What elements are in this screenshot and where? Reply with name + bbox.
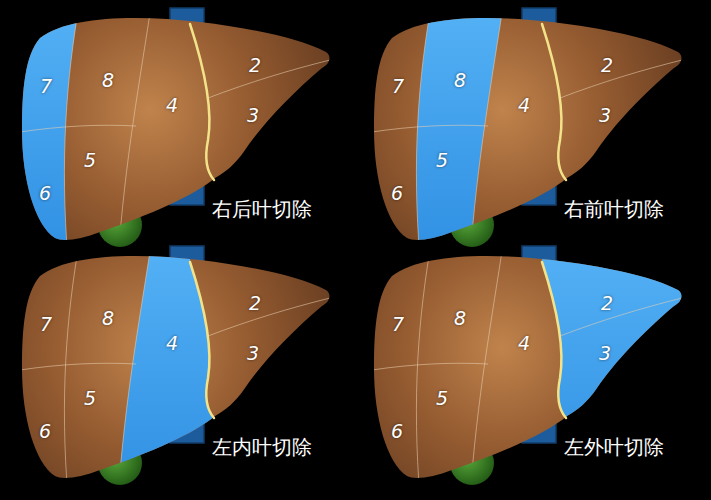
segment-number: 8 xyxy=(102,69,114,91)
segment-number-box: 2 xyxy=(249,54,261,76)
segment-number-box: 5 xyxy=(436,387,448,409)
segment-number-box: 5 xyxy=(84,149,96,171)
segment-number-box: 3 xyxy=(599,342,611,364)
liver-panel xyxy=(20,238,330,498)
segment-number: 4 xyxy=(518,94,530,116)
caption-box: 右前叶切除 xyxy=(564,196,664,223)
segment-number: 3 xyxy=(599,104,611,126)
segment-number: 7 xyxy=(40,75,52,97)
segment-number: 4 xyxy=(518,332,530,354)
segment-number-box: 2 xyxy=(601,54,613,76)
segment-number: 5 xyxy=(436,387,448,409)
segment-number-box: 3 xyxy=(599,104,611,126)
segment-number: 7 xyxy=(40,313,52,335)
caption-box: 左外叶切除 xyxy=(564,434,664,461)
liver-panel xyxy=(372,238,711,498)
segment-number: 8 xyxy=(454,69,466,91)
segment-number-box: 3 xyxy=(247,104,259,126)
segment-number: 8 xyxy=(454,307,466,329)
segment-number-box: 2 xyxy=(249,292,261,314)
segment-number: 6 xyxy=(391,182,403,204)
segment-number-box: 8 xyxy=(454,307,466,329)
segment-number: 2 xyxy=(249,54,261,76)
segment-number-box: 8 xyxy=(454,69,466,91)
segment-number-box: 3 xyxy=(247,342,259,364)
segment-number: 8 xyxy=(102,307,114,329)
segment-number: 5 xyxy=(436,149,448,171)
segment-number: 6 xyxy=(391,420,403,442)
segment-number: 4 xyxy=(166,332,178,354)
segment-number-box: 6 xyxy=(391,182,403,204)
segment-number-box: 7 xyxy=(40,313,52,335)
segment-number-box: 6 xyxy=(39,420,51,442)
segment-number: 2 xyxy=(601,292,613,314)
segment-number: 3 xyxy=(247,104,259,126)
segment-number-box: 5 xyxy=(436,149,448,171)
segment-number-box: 7 xyxy=(392,313,404,335)
segment-number: 6 xyxy=(39,182,51,204)
segment-number-box: 7 xyxy=(40,75,52,97)
segment-number: 3 xyxy=(599,342,611,364)
segment-number-box: 4 xyxy=(518,332,530,354)
resection-caption: 左外叶切除 xyxy=(564,435,664,459)
segment-number-box: 4 xyxy=(518,94,530,116)
segment-number: 6 xyxy=(39,420,51,442)
liver-panel xyxy=(372,0,682,260)
caption-box: 左内叶切除 xyxy=(212,434,312,461)
resection-caption: 右前叶切除 xyxy=(564,197,664,221)
segment-number-box: 4 xyxy=(166,94,178,116)
segment-number: 5 xyxy=(84,149,96,171)
segment-number: 2 xyxy=(249,292,261,314)
segment-number-box: 6 xyxy=(39,182,51,204)
segment-number-box: 7 xyxy=(392,75,404,97)
segment-number: 4 xyxy=(166,94,178,116)
segment-number-box: 8 xyxy=(102,307,114,329)
segment-number-box: 6 xyxy=(391,420,403,442)
segment-number: 7 xyxy=(392,313,404,335)
segment-number: 2 xyxy=(601,54,613,76)
caption-box: 右后叶切除 xyxy=(212,196,312,223)
liver-panel xyxy=(0,0,330,260)
segment-number-box: 4 xyxy=(166,332,178,354)
segment-number-box: 2 xyxy=(601,292,613,314)
segment-number: 7 xyxy=(392,75,404,97)
resection-caption: 右后叶切除 xyxy=(212,197,312,221)
segment-number-box: 8 xyxy=(102,69,114,91)
segment-number-box: 5 xyxy=(84,387,96,409)
resection-caption: 左内叶切除 xyxy=(212,435,312,459)
segment-number: 3 xyxy=(247,342,259,364)
segment-number: 5 xyxy=(84,387,96,409)
